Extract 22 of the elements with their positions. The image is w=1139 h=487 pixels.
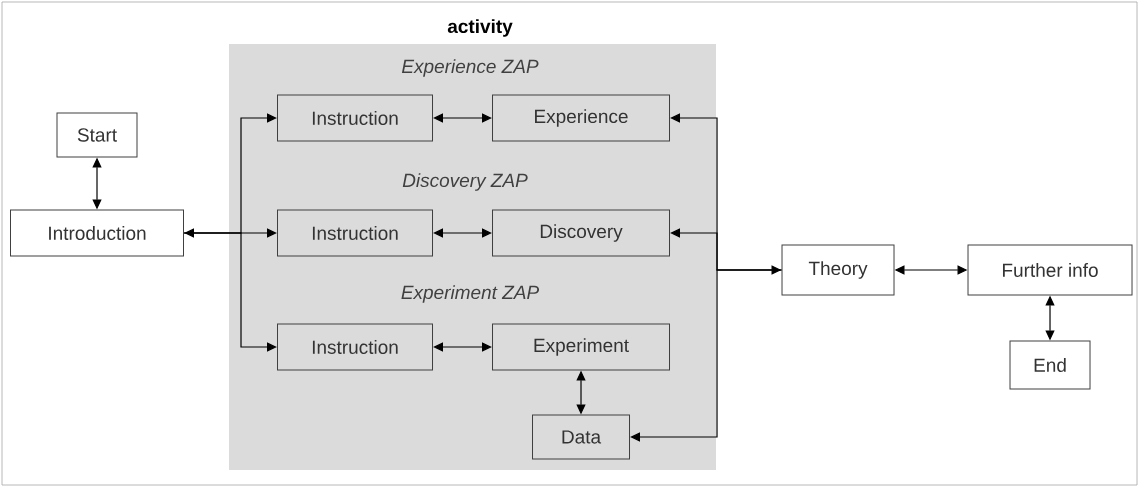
process-box: Experiment — [492, 323, 670, 371]
process-box: Start — [56, 112, 138, 158]
arrow — [184, 228, 277, 238]
arrow — [630, 269, 783, 442]
arrow — [433, 342, 492, 352]
process-box: Instruction — [277, 323, 433, 371]
process-box: Further info — [967, 244, 1133, 296]
group-heading: Experience ZAP — [401, 59, 539, 77]
group-heading: Experiment ZAP — [401, 285, 539, 303]
process-box: Data — [532, 414, 630, 460]
arrow — [183, 232, 277, 352]
arrow — [433, 113, 492, 123]
process-box: Introduction — [10, 209, 184, 257]
process-box: Instruction — [277, 209, 433, 257]
process-box: Discovery — [492, 209, 670, 257]
process-box: Instruction — [277, 94, 433, 142]
process-box: Experience — [492, 94, 670, 142]
group-heading: Discovery ZAP — [402, 173, 528, 191]
arrow — [433, 228, 492, 238]
process-box: End — [1009, 340, 1091, 390]
panel-heading: activity — [447, 19, 513, 37]
process-box: Theory — [781, 244, 895, 296]
